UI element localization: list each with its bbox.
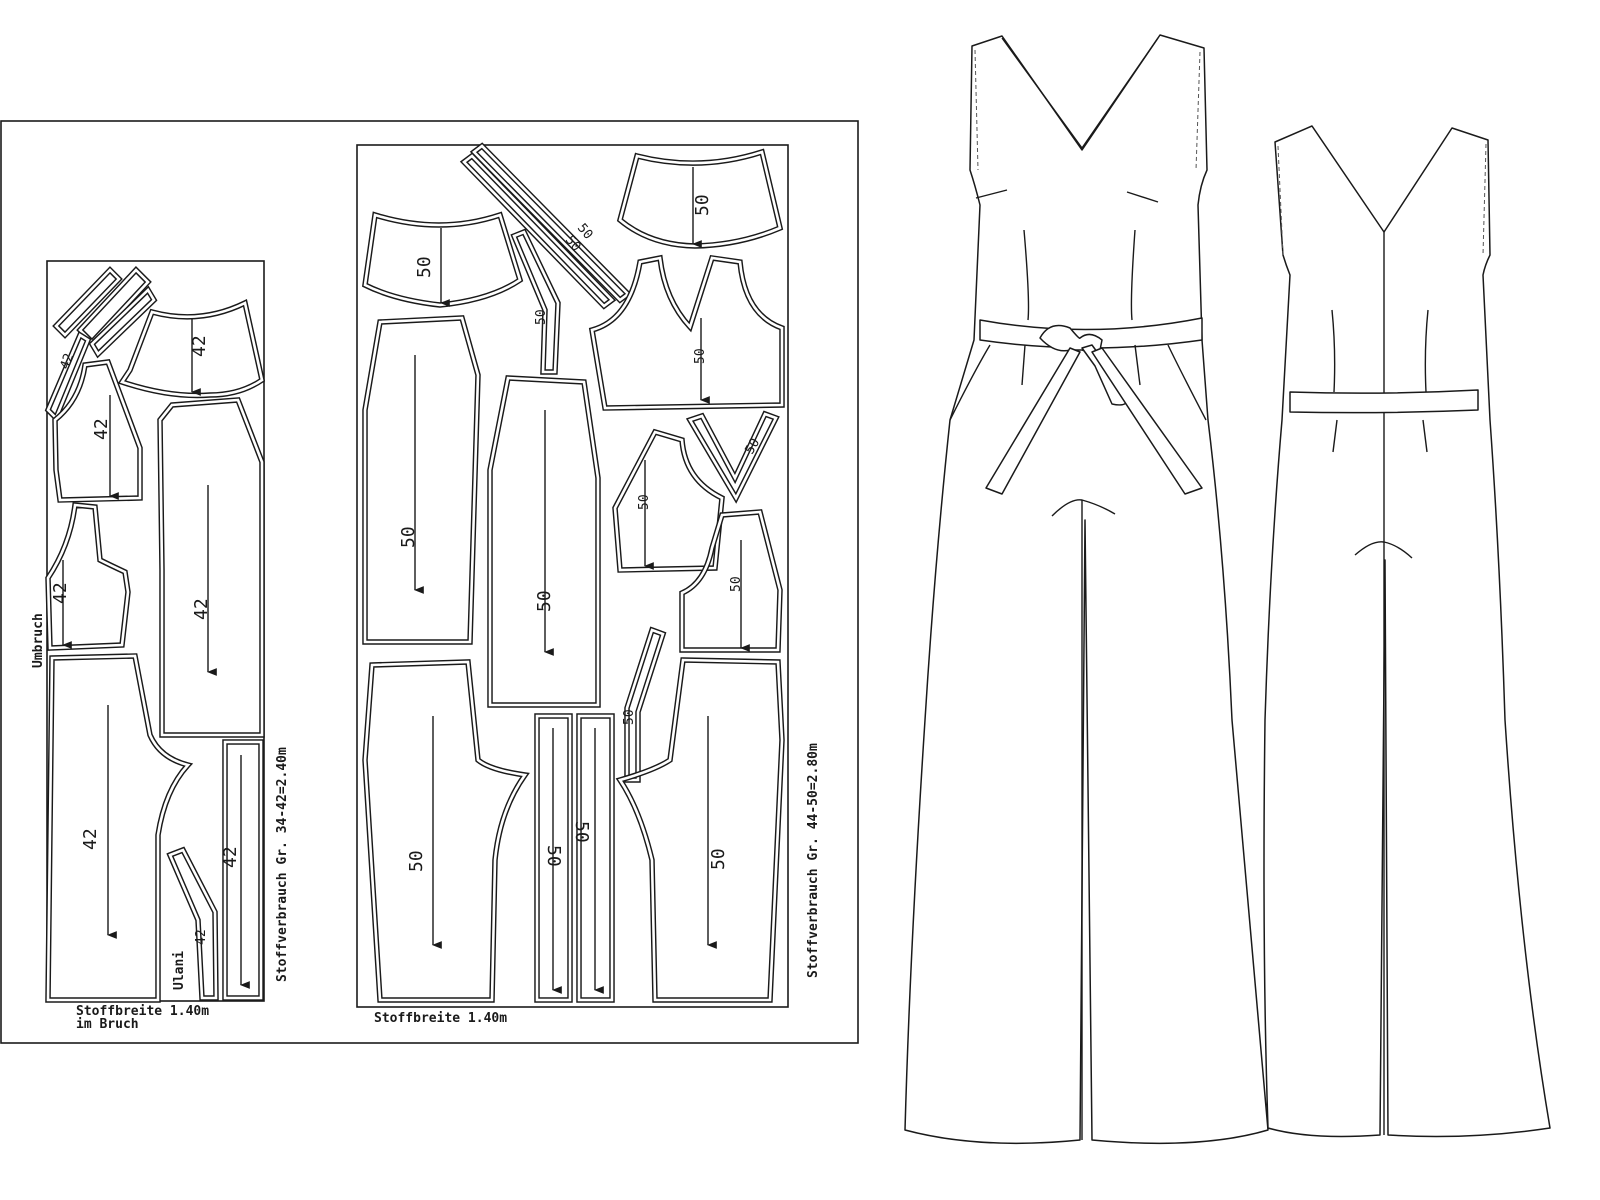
piece-belt-left (222, 739, 264, 1001)
size-label: 42 (191, 598, 212, 620)
size-label: 50 (534, 590, 555, 612)
fabric-consumption-left: Stoffverbrauch Gr. 34-42=2.40m (275, 747, 290, 982)
technical-flat-back (1263, 125, 1551, 1138)
size-label: 50 (708, 848, 729, 870)
size-label: 50 (414, 256, 435, 278)
layout-right: 50 50 50 50 50 50 50 50 50 50 50 50 50 5… (356, 142, 821, 1026)
piece-trouser-upper-left (157, 397, 265, 738)
piece-bodice-back-left (45, 501, 131, 651)
facing-label: Ulani (172, 951, 187, 990)
piece-trouser-right-3 (362, 659, 530, 1003)
size-label: 50 (692, 194, 713, 216)
piece-trouser-lower-left (45, 653, 194, 1003)
fold-label: Umbruch (31, 613, 46, 668)
piece-side-bodice-right-1 (612, 428, 725, 573)
size-label: 50 (693, 348, 708, 364)
size-label: 42 (91, 418, 112, 440)
size-label: 50 (398, 526, 419, 548)
size-label: 42 (50, 582, 71, 604)
fabric-consumption-right: Stoffverbrauch Gr. 44-50=2.80m (806, 743, 821, 978)
piece-trouser-right-1 (362, 315, 481, 645)
piece-bodice-left (52, 358, 143, 503)
piece-side-bodice-right-2 (679, 509, 783, 653)
piece-trouser-right-2 (487, 375, 601, 708)
size-label: 42 (220, 846, 241, 868)
fabric-area-right (356, 144, 789, 1008)
size-label: 42 (189, 335, 210, 357)
fabric-width-right: Stoffbreite 1.40m (374, 1011, 507, 1026)
size-label: 50 (543, 845, 564, 867)
outer-frame (0, 120, 859, 1044)
size-label: 50 (742, 436, 763, 457)
piece-trouser-right-4 (615, 657, 785, 1003)
layout-left: 42 42 42 42 42 42 42 42 Umbruch Ulani St… (31, 260, 290, 1032)
size-label: 50 (534, 309, 549, 325)
size-label: 50 (637, 494, 652, 510)
piece-belt-right-2 (576, 713, 615, 1003)
size-label: 42 (80, 828, 101, 850)
piece-v-facing (685, 410, 780, 504)
size-label: 42 (58, 352, 77, 372)
piece-yoke-right-1 (361, 211, 524, 308)
technical-flat-front (904, 34, 1269, 1145)
fold-note: im Bruch (76, 1017, 139, 1032)
piece-back-yoke-left (117, 298, 266, 399)
piece-front-bodice-right (588, 254, 785, 411)
piece-yoke-right-2 (616, 148, 784, 249)
piece-belt-right-1 (534, 713, 573, 1003)
size-label: 50 (622, 709, 637, 725)
fabric-width-left: Stoffbreite 1.40m (76, 1004, 209, 1019)
size-label: 42 (194, 929, 209, 945)
size-label: 50 (571, 821, 592, 843)
size-label: 50 (729, 576, 744, 592)
size-label: 50 (406, 850, 427, 872)
